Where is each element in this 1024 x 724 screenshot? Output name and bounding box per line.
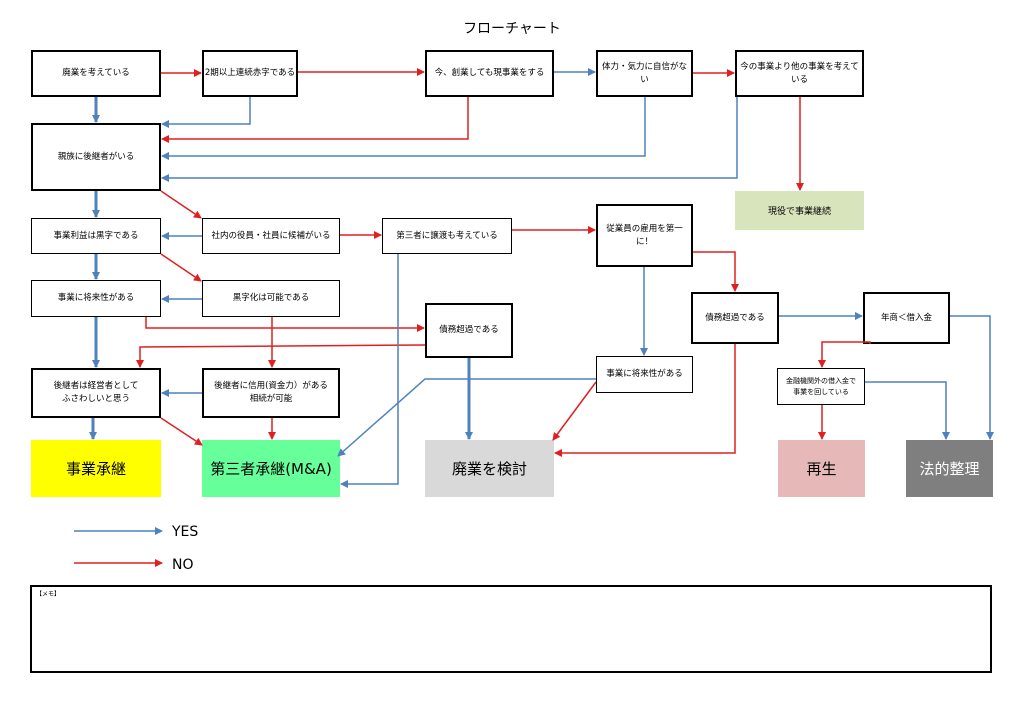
arrow-yes-nonbank-to-legal — [865, 381, 950, 440]
box-consecutive-deficit: 2期以上連続赤字である — [202, 50, 298, 97]
page-title: フローチャート — [463, 21, 561, 37]
outcome-consider-closure: 廃業を検討 — [425, 440, 554, 497]
box-non-bank-borrowing: 金融機関外の借入金で 事業を回している — [777, 368, 865, 405]
box-considering-closure: 廃業を考えている — [31, 50, 161, 97]
outcome-legal-liquidation: 法的整理 — [906, 440, 993, 497]
box-profit-positive: 事業利益は黒字である — [31, 218, 161, 254]
memo-label: 【メモ】 — [36, 591, 61, 598]
outcome-third-party-ma: 第三者承継(M&A) — [202, 440, 340, 497]
legend-yes-label: YES — [172, 524, 199, 540]
legend-no-label: NO — [172, 557, 194, 573]
box-internal-candidate: 社内の役員・社員に候補がいる — [202, 218, 340, 254]
arrow-yes-deficit-to-family — [161, 97, 251, 128]
arrow-no-insolvent-right-to-closure — [554, 344, 736, 457]
arrow-yes-sales-to-legal — [950, 315, 994, 440]
box-insolvent-right: 債務超過である — [691, 292, 779, 344]
arrow-no-future-to-insolvent — [145, 317, 425, 332]
box-sales-less-than-debt: 年商＜借入金 — [863, 292, 950, 344]
arrow-no-successor-to-ma — [160, 417, 203, 446]
arrow-no-insolvent-to-successor — [136, 344, 426, 368]
box-can-turn-profit: 黒字化は可能である — [202, 280, 340, 317]
box-family-successor: 親族に後継者がいる — [31, 123, 161, 191]
box-future-potential-left: 事業に将来性がある — [31, 280, 161, 317]
arrow-yes-future-mid-to-ma — [337, 378, 596, 457]
arrow-no-sales-to-nonbank — [818, 341, 871, 368]
arrow-yes-thirdparty-to-ma — [340, 254, 399, 488]
arrow-yes-other-to-family — [161, 97, 738, 182]
box-lack-stamina: 体力・気力に自信がない — [596, 50, 693, 97]
arrow-no-family-to-internal — [160, 190, 202, 219]
arrow-yes-stamina-to-family — [161, 97, 646, 160]
box-other-business: 今の事業より他の事業を考えている — [735, 50, 864, 97]
box-restart-same-business: 今、創業しても現事業をする — [425, 50, 554, 97]
arrow-no-future-mid-to-closure — [552, 381, 597, 441]
box-successor-credit: 後継者に信用(資金力）がある 相続が可能 — [202, 368, 340, 418]
box-third-party-transfer: 第三者に譲渡も考えている — [382, 218, 512, 254]
outcome-rehabilitation: 再生 — [778, 440, 865, 497]
arrow-no-employment-to-insolvent — [693, 251, 739, 292]
arrow-no-profit-to-turnprofit — [160, 253, 202, 282]
outcome-succession: 事業承継 — [31, 440, 161, 497]
box-successor-suitable: 後継者は経営者として ふさわしいと思う — [31, 368, 161, 418]
box-future-potential-mid: 事業に将来性がある — [596, 356, 693, 393]
arrow-no-restart-to-family — [161, 97, 469, 143]
outcome-continue-business: 現役で事業継続 — [735, 191, 864, 230]
box-insolvent-center: 債務超過である — [425, 303, 513, 358]
box-employment-first: 従業員の雇用を第一に！ — [596, 204, 693, 267]
memo-box[interactable]: 【メモ】 — [30, 585, 992, 673]
